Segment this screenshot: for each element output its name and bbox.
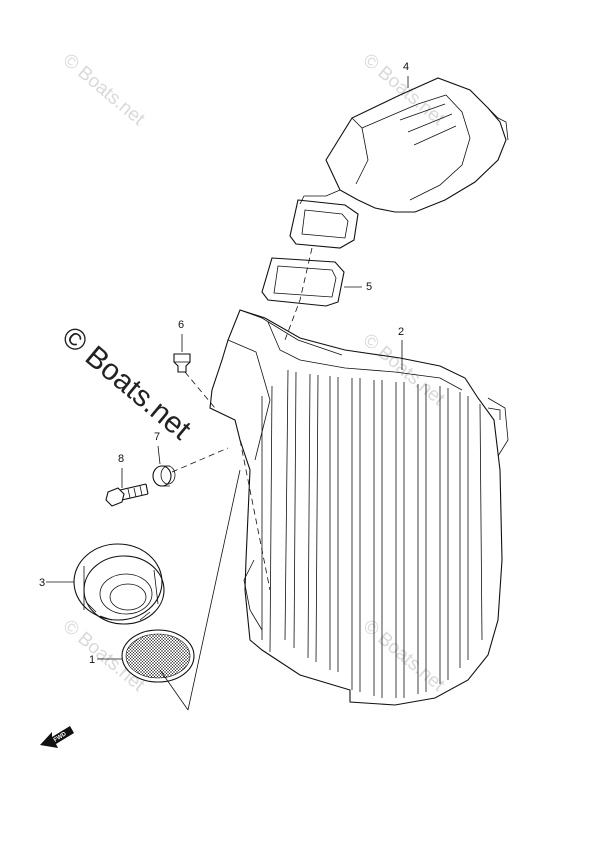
part-8-bolt: [105, 483, 149, 507]
leader-7: [157, 445, 161, 465]
part-1-screen: [121, 629, 195, 683]
watermark-main: © Boats.net: [56, 320, 198, 447]
assembly-line-filter: [239, 439, 271, 591]
part-3-filter-element: [73, 543, 165, 625]
callout-5: 5: [366, 281, 372, 293]
assembly-line-bolt: [184, 371, 216, 409]
part-6-plug: [173, 353, 191, 373]
part-4-intake-duct: [289, 77, 509, 249]
callout-1: 1: [89, 654, 95, 666]
part-7-grommet: [152, 465, 176, 487]
assembly-line-duct: [284, 247, 313, 341]
part-2-cover: [209, 309, 509, 706]
callout-2: 2: [398, 326, 404, 338]
watermark-small-1: © Boats.net: [59, 50, 149, 131]
callout-4: 4: [403, 61, 409, 73]
callout-7: 7: [154, 431, 160, 443]
part-5-gasket: [261, 257, 345, 307]
forward-arrow-icon: FWD: [40, 726, 74, 748]
callout-6: 6: [178, 319, 184, 331]
callout-8: 8: [118, 453, 124, 465]
assembly-line-grommet: [171, 447, 229, 473]
watermark-group: © Boats.net © Boats.net © Boats.net © Bo…: [56, 50, 450, 697]
filter-bracket-line: [159, 469, 241, 711]
callout-3: 3: [39, 577, 45, 589]
